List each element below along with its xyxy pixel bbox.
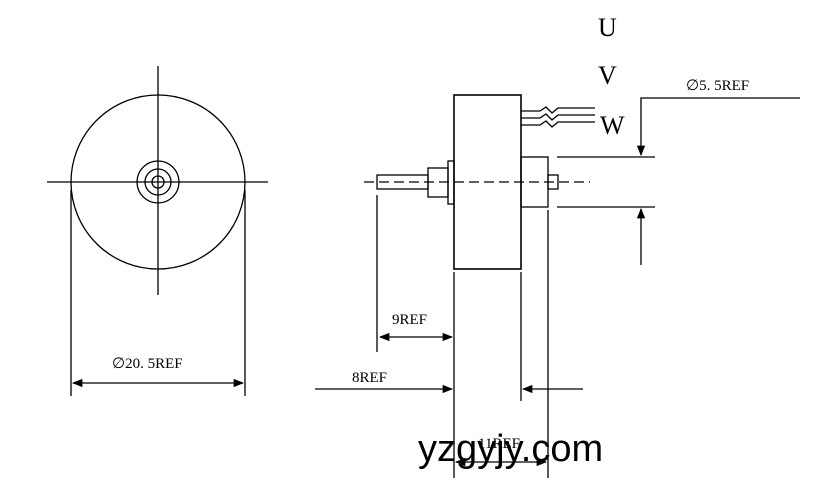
watermark-text: yzgyjy.com [418,428,603,470]
front-hub-inner [151,175,165,189]
body-diameter-dimension: ∅20. 5REF [70,190,246,396]
dim9-label: 9REF [392,312,427,328]
front-hub-mid [144,168,172,196]
front-hub-outer [136,160,180,204]
dimension-9ref: 9REF [376,195,455,352]
front-view [47,66,268,295]
dimension-8ref: 8REF [315,272,583,401]
phase-u-label: U [598,13,617,42]
dim11-label: 11REF [478,436,520,452]
boss-diameter-label: ∅5. 5REF [686,78,749,94]
dimension-11ref: 11REF [453,210,549,478]
lead-wires [521,106,595,128]
body-diameter-label: ∅20. 5REF [112,356,183,372]
boss-dim-leader [636,97,800,157]
dim8-label: 8REF [352,370,387,386]
boss-diameter-dimension: ∅5. 5REF [557,78,800,265]
phase-w-label: W [600,111,625,140]
phase-v-label: V [598,61,617,90]
side-view [364,94,590,270]
